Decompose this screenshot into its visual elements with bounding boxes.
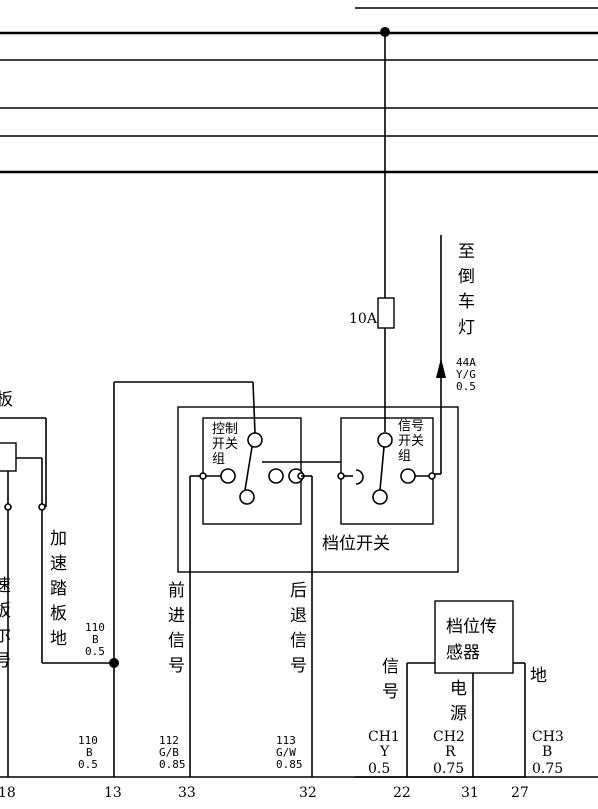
- svg-text:组: 组: [212, 452, 225, 467]
- svg-text:31: 31: [461, 785, 479, 801]
- svg-text:0.75: 0.75: [532, 761, 563, 777]
- svg-text:速: 速: [0, 576, 11, 596]
- svg-text:车: 车: [458, 292, 475, 312]
- connector-27-code: CH3 B 0.75: [532, 729, 564, 777]
- svg-text:110: 110: [85, 621, 105, 634]
- svg-text:开关: 开关: [398, 434, 424, 449]
- svg-text:灯: 灯: [458, 318, 475, 338]
- svg-text:B: B: [86, 746, 93, 759]
- svg-text:倒: 倒: [458, 267, 475, 287]
- svg-text:开关: 开关: [212, 437, 238, 452]
- svg-text:信号: 信号: [398, 419, 424, 434]
- svg-text:CH3: CH3: [532, 729, 564, 745]
- svg-text:0.85: 0.85: [159, 758, 186, 771]
- bus-lines: [0, 7, 598, 778]
- svg-text:号: 号: [168, 656, 185, 676]
- pin-numbers: 18 13 33 32 22 31 27: [0, 785, 529, 801]
- connector-13-code: 110 B 0.5: [78, 734, 98, 771]
- reverse-signal-label: 后 退 信 号: [290, 581, 307, 676]
- sensor-power-label: 电 源: [450, 679, 467, 724]
- svg-text:0.85: 0.85: [276, 758, 303, 771]
- svg-text:Y: Y: [379, 744, 390, 760]
- svg-text:32: 32: [299, 785, 317, 801]
- fuse-label: 10A: [349, 311, 378, 327]
- svg-text:速: 速: [50, 554, 67, 574]
- gear-sensor-box: [434, 600, 514, 674]
- svg-text:信: 信: [290, 631, 307, 651]
- sensor-signal-label: 信 号: [382, 657, 399, 702]
- svg-text:控制: 控制: [212, 422, 238, 437]
- svg-text:18: 18: [0, 785, 16, 801]
- svg-text:号: 号: [290, 656, 307, 676]
- gear-sensor-label-1: 档位传: [446, 617, 497, 637]
- svg-text:27: 27: [511, 785, 529, 801]
- svg-text:0.5: 0.5: [85, 645, 105, 658]
- svg-text:号: 号: [0, 651, 11, 671]
- gear-switch-box: [177, 406, 459, 573]
- svg-text:G/B: G/B: [159, 746, 179, 759]
- svg-text:源: 源: [450, 704, 467, 724]
- svg-text:CH1: CH1: [368, 729, 400, 745]
- svg-text:0.75: 0.75: [433, 761, 464, 777]
- svg-text:进: 进: [168, 606, 185, 626]
- svg-text:112: 112: [159, 734, 179, 747]
- svg-text:CH2: CH2: [433, 729, 465, 745]
- svg-text:0.5: 0.5: [368, 761, 390, 777]
- svg-text:加: 加: [50, 529, 67, 549]
- svg-text:组: 组: [398, 449, 411, 464]
- left-fragment-top: 板: [0, 390, 13, 410]
- signal-switch-group: [340, 417, 434, 525]
- svg-text:前: 前: [168, 581, 185, 601]
- svg-text:板: 板: [50, 604, 67, 624]
- wire-110-mid-code: 110 B 0.5: [85, 621, 105, 658]
- left-fragment-col: 速 板 尔 号: [0, 576, 11, 671]
- svg-text:110: 110: [78, 734, 98, 747]
- control-switch-label: 控制 开关 组: [212, 422, 238, 467]
- svg-text:尔: 尔: [0, 626, 11, 646]
- svg-text:B: B: [542, 744, 552, 760]
- connector-31-code: CH2 R 0.75: [433, 729, 465, 777]
- connector-22-code: CH1 Y 0.5: [368, 729, 400, 777]
- forward-signal-label: 前 进 信 号: [168, 581, 185, 676]
- sensor-ground-label: 地: [530, 666, 547, 686]
- reverse-light-wire: [432, 235, 446, 475]
- signal-switch-contacts: [337, 432, 436, 505]
- svg-text:R: R: [445, 744, 456, 760]
- svg-text:板: 板: [0, 601, 11, 621]
- gear-sensor-label-2: 感器: [446, 643, 480, 663]
- svg-text:电: 电: [450, 679, 467, 699]
- svg-text:22: 22: [393, 785, 411, 801]
- svg-text:踏: 踏: [50, 579, 67, 599]
- svg-text:信: 信: [168, 631, 185, 651]
- svg-text:G/W: G/W: [276, 746, 296, 759]
- svg-text:0.5: 0.5: [456, 380, 476, 393]
- svg-text:Y/G: Y/G: [456, 368, 476, 381]
- svg-text:退: 退: [290, 606, 307, 626]
- wire-44a-code: 44A Y/G 0.5: [456, 356, 476, 393]
- svg-text:13: 13: [104, 785, 122, 801]
- svg-text:33: 33: [178, 785, 196, 801]
- gear-switch-label: 档位开关: [322, 534, 390, 554]
- svg-text:113: 113: [276, 734, 296, 747]
- control-switch-contacts: [114, 381, 305, 505]
- signal-switch-label: 信号 开关 组: [398, 419, 424, 464]
- svg-text:信: 信: [382, 657, 399, 677]
- power-feed-wire: [380, 27, 390, 432]
- svg-text:B: B: [92, 633, 99, 646]
- svg-text:地: 地: [50, 629, 67, 649]
- wire-110: [41, 382, 119, 777]
- accel-pedal-partial: [0, 417, 47, 777]
- reverse-light-label: 至 倒 车 灯: [458, 242, 475, 338]
- svg-text:至: 至: [458, 242, 475, 262]
- svg-text:44A: 44A: [456, 356, 476, 369]
- svg-text:号: 号: [382, 682, 399, 702]
- connector-32-code: 113 G/W 0.85: [276, 734, 303, 771]
- svg-text:0.5: 0.5: [78, 758, 98, 771]
- sensor-wires: [355, 662, 526, 778]
- svg-text:后: 后: [290, 581, 307, 601]
- fuse-symbol: [377, 297, 395, 329]
- accel-pedal-ground-label: 加 速 踏 板 地: [50, 529, 67, 649]
- connector-33-code: 112 G/B 0.85: [159, 734, 186, 771]
